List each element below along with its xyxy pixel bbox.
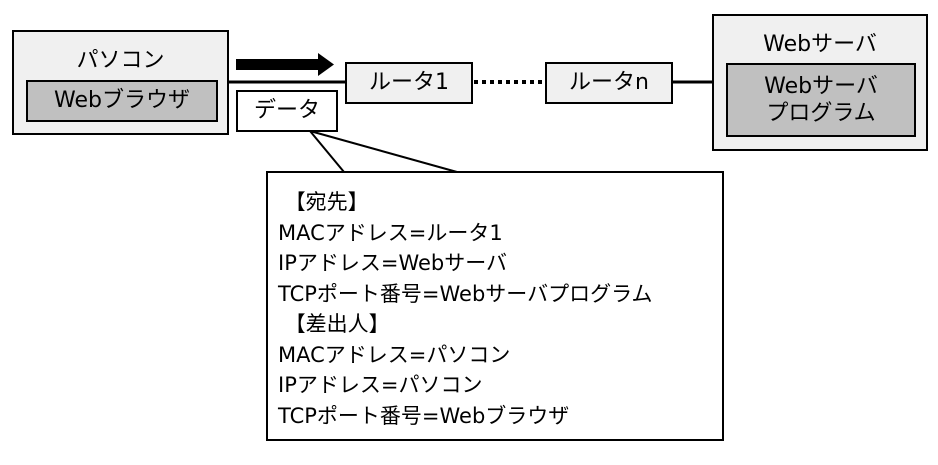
- callout-line: MACアドレス=ルータ1: [278, 220, 503, 245]
- callout-line: TCPポート番号=Webブラウザ: [278, 403, 570, 428]
- web-server-title: Webサーバ: [763, 32, 877, 57]
- router-1: ルータ1: [345, 62, 473, 104]
- web-server-program-line: プログラム: [766, 101, 876, 126]
- router-n: ルータn: [545, 62, 673, 104]
- callout-line: IPアドレス=パソコン: [278, 373, 483, 397]
- web-server-program-line: Webサーバ: [764, 73, 878, 99]
- callout-heading-sender: 【差出人】: [278, 312, 390, 336]
- callout-line: MACアドレス=パソコン: [278, 342, 511, 367]
- packet-header-callout: 【宛先】 MACアドレス=ルータ1 IPアドレス=Webサーバ TCPポート番号…: [266, 171, 724, 441]
- pc-node: パソコン Webブラウザ: [12, 30, 229, 135]
- direction-arrow-icon: [236, 53, 334, 76]
- callout-heading-destination: 【宛先】: [278, 190, 369, 214]
- web-browser-box: Webブラウザ: [26, 80, 218, 122]
- callout-tail: [307, 129, 458, 173]
- callout-line: TCPポート番号=Webサーバプログラム: [278, 281, 653, 306]
- data-packet-box: データ: [236, 90, 338, 132]
- web-server-node: Webサーバ Webサーバ プログラム: [712, 14, 928, 151]
- callout-line: IPアドレス=Webサーバ: [278, 251, 508, 275]
- pc-title: パソコン: [76, 48, 165, 73]
- web-server-program-box: Webサーバ プログラム: [726, 63, 916, 137]
